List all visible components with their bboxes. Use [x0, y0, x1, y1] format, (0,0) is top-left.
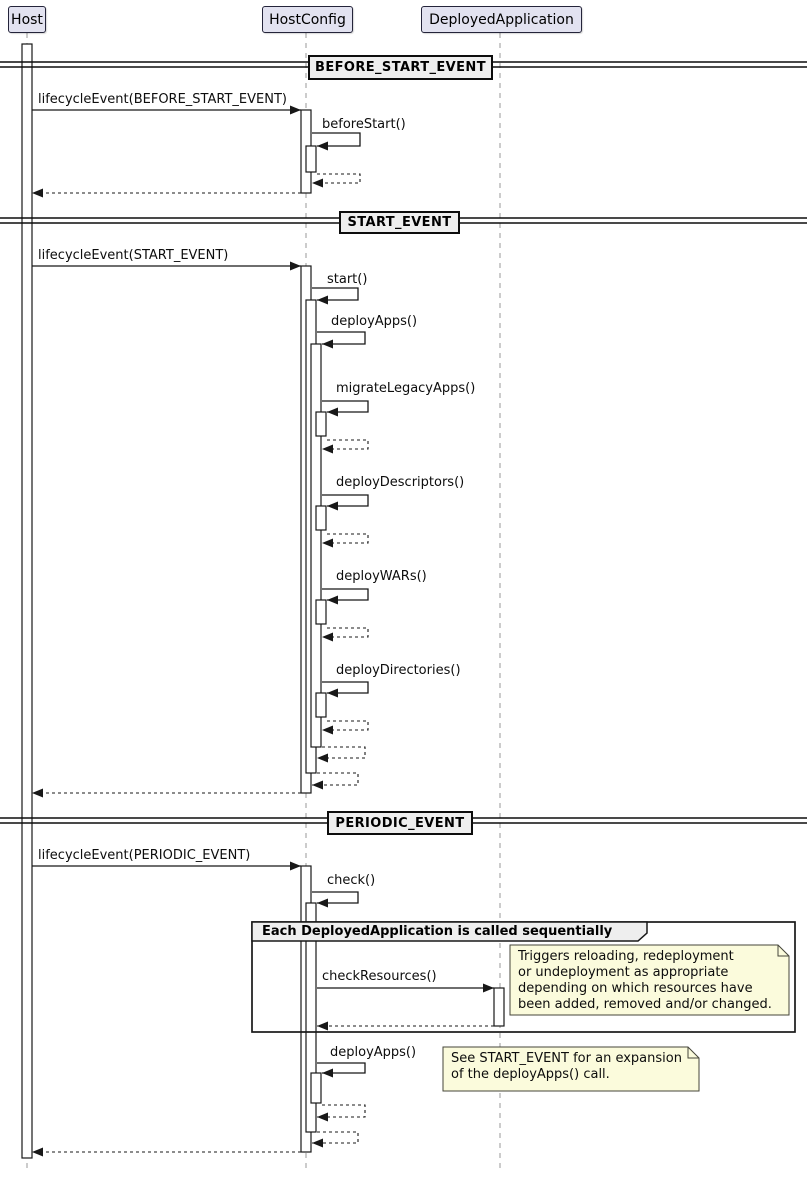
participant-deployedapplication: DeployedApplication: [421, 6, 582, 33]
note-check-resources: Triggers reloading, redeployment or unde…: [518, 949, 772, 1012]
message-deploy-wars: deployWARs(): [336, 569, 427, 584]
participant-hostconfig: HostConfig: [262, 6, 353, 33]
message-check-resources: checkResources(): [322, 969, 437, 984]
divider-before-start-event: BEFORE_START_EVENT: [308, 55, 493, 80]
divider-periodic-event: PERIODIC_EVENT: [327, 811, 473, 835]
participant-host-label: Host: [11, 11, 43, 28]
message-start: start(): [327, 272, 368, 287]
message-check: check(): [327, 873, 376, 888]
note-deploy-apps: See START_EVENT for an expansion of the …: [451, 1051, 682, 1082]
message-deploy-apps: deployApps(): [331, 314, 418, 329]
participant-deployedapplication-label: DeployedApplication: [429, 11, 574, 28]
message-migrate-legacy-apps: migrateLegacyApps(): [336, 381, 476, 396]
message-lifecycle-start-event: lifecycleEvent(START_EVENT): [38, 248, 229, 263]
participant-host: Host: [8, 6, 46, 33]
message-lifecycle-periodic-event: lifecycleEvent(PERIODIC_EVENT): [38, 848, 251, 863]
message-before-start: beforeStart(): [322, 117, 406, 132]
group-title: Each DeployedApplication is called seque…: [262, 924, 613, 939]
message-lifecycle-before-start-event: lifecycleEvent(BEFORE_START_EVENT): [38, 92, 287, 107]
message-deploy-directories: deployDirectories(): [336, 663, 461, 678]
message-deploy-descriptors: deployDescriptors(): [336, 475, 465, 490]
message-deploy-apps-periodic: deployApps(): [330, 1045, 417, 1060]
divider-start-event: START_EVENT: [339, 211, 460, 234]
participant-hostconfig-label: HostConfig: [269, 11, 346, 28]
